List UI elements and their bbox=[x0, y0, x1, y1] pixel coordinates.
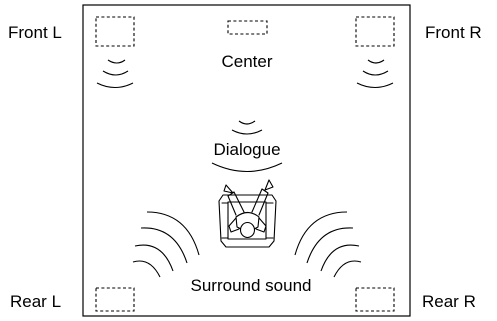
rear-left-speaker-icon bbox=[95, 287, 135, 312]
surround-left-sound-waves bbox=[132, 211, 200, 278]
front-right-label: Front R bbox=[425, 23, 482, 42]
front-left-label: Front L bbox=[8, 23, 62, 42]
front-left-speaker-icon bbox=[95, 16, 135, 47]
room-outline bbox=[82, 4, 411, 317]
center-speaker-icon bbox=[227, 20, 268, 35]
dialogue-sound-waves-upper bbox=[231, 120, 263, 135]
front-right-speaker-icon bbox=[355, 16, 395, 47]
center-label: Center bbox=[221, 52, 272, 71]
front-left-sound-waves bbox=[96, 59, 134, 89]
rear-right-label: Rear R bbox=[422, 292, 476, 311]
surround-sound-label: Surround sound bbox=[191, 276, 312, 295]
listener-in-chair-icon bbox=[218, 179, 277, 248]
dialogue-sound-wave-lower bbox=[211, 162, 283, 172]
front-right-sound-waves bbox=[356, 59, 394, 89]
rear-left-label: Rear L bbox=[10, 292, 61, 311]
dialogue-label: Dialogue bbox=[213, 140, 280, 159]
rear-right-speaker-icon bbox=[355, 287, 395, 312]
surround-right-sound-waves bbox=[294, 211, 362, 278]
